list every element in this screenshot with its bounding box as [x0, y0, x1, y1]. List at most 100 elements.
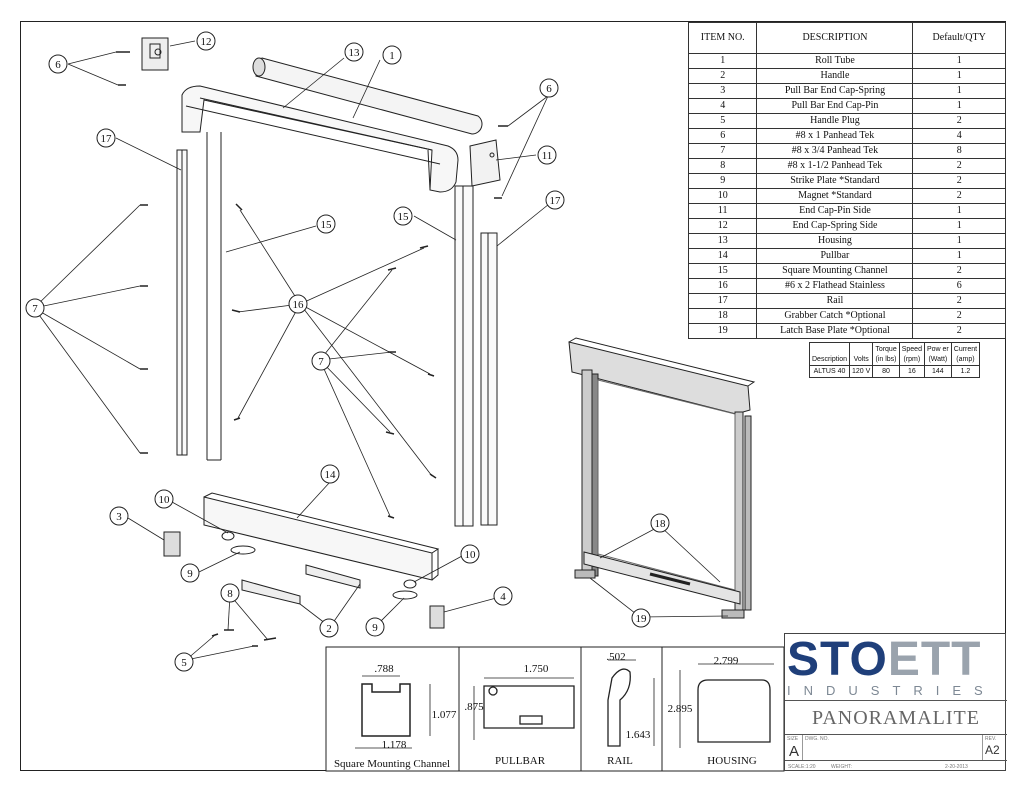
- item-no-cell: 7: [687, 143, 758, 159]
- motor-header-line: (rpm): [903, 356, 921, 363]
- item-no-cell: 3: [687, 83, 758, 99]
- motor-value-cell: ALTUS 40: [808, 365, 851, 378]
- assembled-view: [568, 337, 756, 619]
- qty-cell: 6: [912, 278, 1006, 294]
- date-text: 2-20-2013: [945, 764, 968, 770]
- motor-header-line: Description: [812, 356, 848, 363]
- scale-text: SCALE:1:20: [788, 764, 816, 770]
- motor-value-cell: 144: [923, 365, 952, 378]
- callout-15: 15: [398, 211, 410, 223]
- rail-height-dim: 1.643: [626, 729, 651, 741]
- motor-header-line: Volts: [853, 356, 869, 363]
- rail-profile: [607, 659, 655, 747]
- description-cell: Magnet *Standard: [756, 188, 914, 204]
- housing-part: [181, 85, 459, 461]
- motor-value-cell: 80: [872, 365, 900, 378]
- motor-header-line: (in lbs): [875, 356, 897, 363]
- item-no-cell: 4: [687, 98, 758, 114]
- pullbar-part: [203, 492, 440, 581]
- square-width-dim: .788: [374, 663, 394, 675]
- qty-cell: 2: [912, 158, 1006, 174]
- channel-right-part: [454, 185, 498, 527]
- parts-table-header: ITEM NO. DESCRIPTION Default/QTY: [687, 22, 1006, 54]
- rev-label: REV.: [985, 736, 997, 742]
- motor-header-cell: Torque (in lbs): [872, 342, 900, 366]
- header-qty: Default/QTY: [912, 22, 1006, 54]
- motor-header-cell: Current(amp): [950, 342, 981, 366]
- motor-header-line: (Watt): [928, 356, 948, 363]
- callout-11: 11: [542, 150, 553, 162]
- rail-width-dim: .502: [606, 651, 625, 663]
- pullbar-label: PULLBAR: [495, 755, 546, 767]
- callout-10: 10: [465, 549, 477, 561]
- callout-16: 16: [293, 299, 305, 311]
- square-channel-label: Square Mounting Channel: [334, 758, 450, 770]
- item-no-cell: 19: [687, 323, 758, 339]
- motor-header-line: Torque: [875, 346, 897, 353]
- qty-cell: 2: [912, 308, 1006, 324]
- product-name: PANORAMALITE: [785, 700, 1007, 735]
- end-cap-spring-part: [141, 37, 169, 71]
- item-no-cell: 1: [687, 53, 758, 69]
- callout-12: 12: [201, 36, 212, 48]
- description-cell: Roll Tube: [756, 53, 914, 69]
- header-description: DESCRIPTION: [756, 22, 914, 54]
- motor-header-cell: Description: [808, 342, 851, 366]
- rev-value: A2: [985, 743, 1000, 757]
- callout-19: 19: [636, 613, 648, 625]
- motor-value-cell: 120 V: [849, 365, 874, 378]
- motor-value-cell: 1.2: [950, 365, 981, 378]
- pullbar-end-caps: [163, 531, 445, 629]
- housing-width-dim: 2.799: [714, 655, 739, 667]
- scale-row: SCALE:1:20 WEIGHT: 2-20-2013: [785, 760, 1007, 773]
- logo-light-text: ETT: [887, 633, 982, 686]
- callout-17: 17: [550, 195, 562, 207]
- qty-cell: 1: [912, 233, 1006, 249]
- company-logo: STOETT INDUSTRIES: [785, 634, 1007, 700]
- description-cell: End Cap-Pin Side: [756, 203, 914, 219]
- description-cell: #6 x 2 Flathead Stainless: [756, 278, 914, 294]
- description-cell: Handle Plug: [756, 113, 914, 129]
- item-no-cell: 11: [687, 203, 758, 219]
- pullbar-profile: [473, 677, 575, 740]
- callout-6: 6: [55, 59, 61, 71]
- motor-value-cell: 16: [898, 365, 925, 378]
- qty-cell: 1: [912, 68, 1006, 84]
- size-cell: SIZE A: [785, 735, 803, 761]
- description-cell: Grabber Catch *Optional: [756, 308, 914, 324]
- callout-14: 14: [325, 469, 337, 481]
- rail-left-part: [176, 149, 188, 456]
- motor-header-cell: Volts: [849, 342, 874, 366]
- item-no-cell: 9: [687, 173, 758, 189]
- description-cell: End Cap-Spring Side: [756, 218, 914, 234]
- callout-13: 13: [349, 47, 361, 59]
- size-row: SIZE A DWG. NO. REV. A2: [785, 734, 1007, 761]
- description-cell: Handle: [756, 68, 914, 84]
- item-no-cell: 18: [687, 308, 758, 324]
- callout-6: 6: [546, 83, 552, 95]
- pullbar-height-dim: .875: [464, 701, 484, 713]
- qty-cell: 1: [912, 203, 1006, 219]
- description-cell: #8 x 1-1/2 Panhead Tek: [756, 158, 914, 174]
- callout-5: 5: [181, 657, 187, 669]
- item-no-cell: 14: [687, 248, 758, 264]
- item-no-cell: 13: [687, 233, 758, 249]
- callout-15: 15: [321, 219, 333, 231]
- size-label: SIZE: [787, 736, 799, 742]
- description-cell: Pull Bar End Cap-Pin: [756, 98, 914, 114]
- qty-cell: 1: [912, 218, 1006, 234]
- qty-cell: 2: [912, 323, 1006, 339]
- motor-header-line: (amp): [956, 356, 975, 363]
- square-channel-profile: [355, 675, 431, 749]
- screws: [116, 51, 508, 647]
